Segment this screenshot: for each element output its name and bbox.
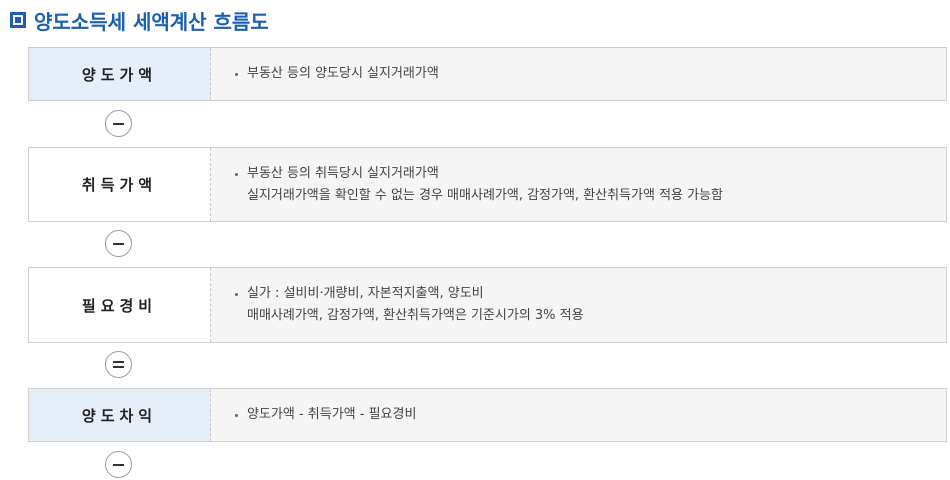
section-heading: 양도소득세 세액계산 흐름도 [10, 6, 269, 34]
equals-operator-icon [105, 351, 132, 378]
step-row-necessary-expenses: 필요경비 실가 : 설비비·개량비, 자본적지출액, 양도비 매매사례가액, 감… [28, 267, 947, 343]
step-label: 취득가액 [29, 148, 211, 221]
page-title: 양도소득세 세액계산 흐름도 [34, 9, 269, 34]
step-description: 부동산 등의 양도당시 실지거래가액 [211, 48, 946, 100]
minus-operator-icon [105, 451, 132, 478]
step-row-transfer-gain: 양도차익 양도가액 - 취득가액 - 필요경비 [28, 388, 947, 442]
square-bullet-icon [10, 12, 26, 28]
step-label: 양도가액 [29, 48, 211, 100]
step-description: 실가 : 설비비·개량비, 자본적지출액, 양도비 매매사례가액, 감정가액, … [211, 268, 946, 342]
description-line: 실가 : 설비비·개량비, 자본적지출액, 양도비 [235, 283, 946, 305]
step-label: 양도차익 [29, 389, 211, 441]
step-label: 필요경비 [29, 268, 211, 342]
description-line: 실지거래가액을 확인할 수 없는 경우 매매사례가액, 감정가액, 환산취득가액… [247, 187, 724, 203]
description-line: 양도가액 - 취득가액 - 필요경비 [235, 404, 946, 426]
description-line: 매매사례가액, 감정가액, 환산취득가액은 기준시가의 3% 적용 [247, 308, 584, 323]
step-description: 부동산 등의 취득당시 실지거래가액 실지거래가액을 확인할 수 없는 경우 매… [211, 148, 946, 221]
minus-operator-icon [105, 110, 132, 137]
step-row-transfer-price: 양도가액 부동산 등의 양도당시 실지거래가액 [28, 47, 947, 101]
description-line: 부동산 등의 양도당시 실지거래가액 [235, 63, 946, 85]
minus-operator-icon [105, 230, 132, 257]
description-line: 부동산 등의 취득당시 실지거래가액 [235, 163, 946, 185]
step-description: 양도가액 - 취득가액 - 필요경비 [211, 389, 946, 441]
step-row-acquisition-price: 취득가액 부동산 등의 취득당시 실지거래가액 실지거래가액을 확인할 수 없는… [28, 147, 947, 222]
